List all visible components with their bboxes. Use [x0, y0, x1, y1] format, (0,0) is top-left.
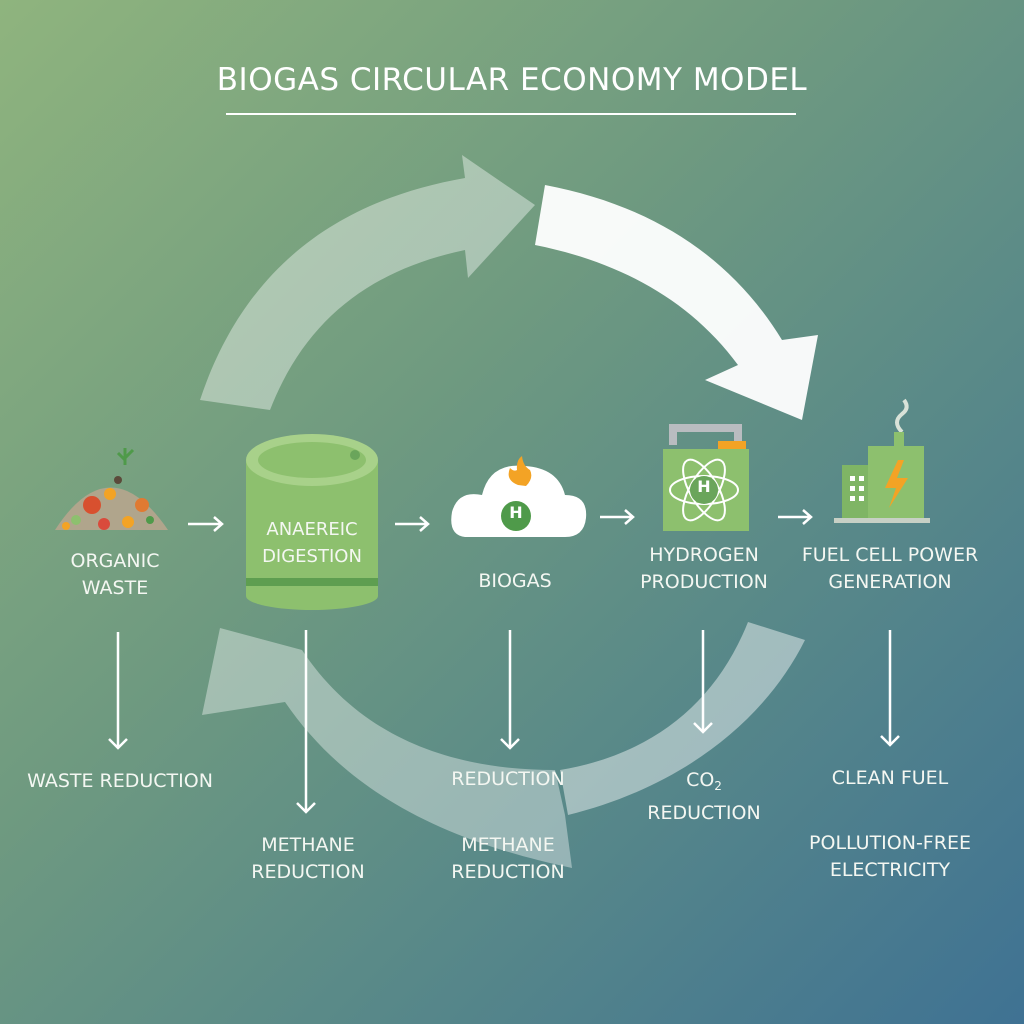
down-arrow-4 [693, 630, 713, 734]
down-arrow-5 [880, 630, 900, 747]
title-underline [226, 113, 796, 115]
flow-arrows [188, 509, 813, 532]
page-title: BIOGAS CIRCULAR ECONOMY MODEL [216, 62, 808, 98]
cycle-arrow-bottom-right [560, 622, 805, 815]
flow-arrow-1 [188, 516, 224, 532]
co2-label: CO2 [686, 769, 722, 793]
benefit-methane-reduction-1: METHANE REDUCTION [251, 834, 365, 883]
stage-label-organic-waste: ORGANIC WASTE [70, 550, 160, 599]
down-arrow-1 [108, 632, 128, 750]
flow-arrow-4 [778, 509, 813, 525]
biogas-badge-letter: H [509, 503, 523, 522]
flow-arrow-2 [395, 516, 430, 532]
cycle-arrow-top-left [200, 155, 535, 410]
stage-label-biogas: BIOGAS [478, 570, 552, 592]
benefit-arrows [108, 630, 900, 814]
compost-pile-icon [55, 448, 168, 530]
down-arrow-3 [500, 630, 520, 750]
stage-label-anaerobic-digestion: ANAEREIC DIGESTION [262, 519, 362, 567]
co2-reduction-text: REDUCTION [647, 802, 761, 824]
benefit-reduction: REDUCTION [451, 768, 565, 790]
benefit-methane-reduction-2: METHANE REDUCTION [451, 834, 565, 883]
benefit-waste-reduction: WASTE REDUCTION [27, 770, 213, 792]
down-arrow-2 [296, 630, 316, 814]
hydrogen-tank-icon [663, 424, 749, 531]
digester-tank-icon [246, 434, 378, 610]
cycle-arrow-top-right [535, 185, 818, 420]
cycle-arrow-bottom-left [202, 628, 572, 868]
hydrogen-badge-letter: H [697, 477, 711, 496]
biogas-cloud-icon [451, 456, 587, 537]
flow-arrow-3 [600, 509, 635, 525]
stage-label-hydrogen-production: HYDROGEN PRODUCTION [640, 544, 768, 593]
stage-label-fuel-cell: FUEL CELL POWER GENERATION [801, 544, 979, 593]
benefit-pollution-free-electricity: POLLUTION-FREE ELECTRICITY [809, 832, 971, 881]
power-plant-icon [834, 398, 930, 523]
benefit-clean-fuel: CLEAN FUEL [831, 767, 949, 789]
